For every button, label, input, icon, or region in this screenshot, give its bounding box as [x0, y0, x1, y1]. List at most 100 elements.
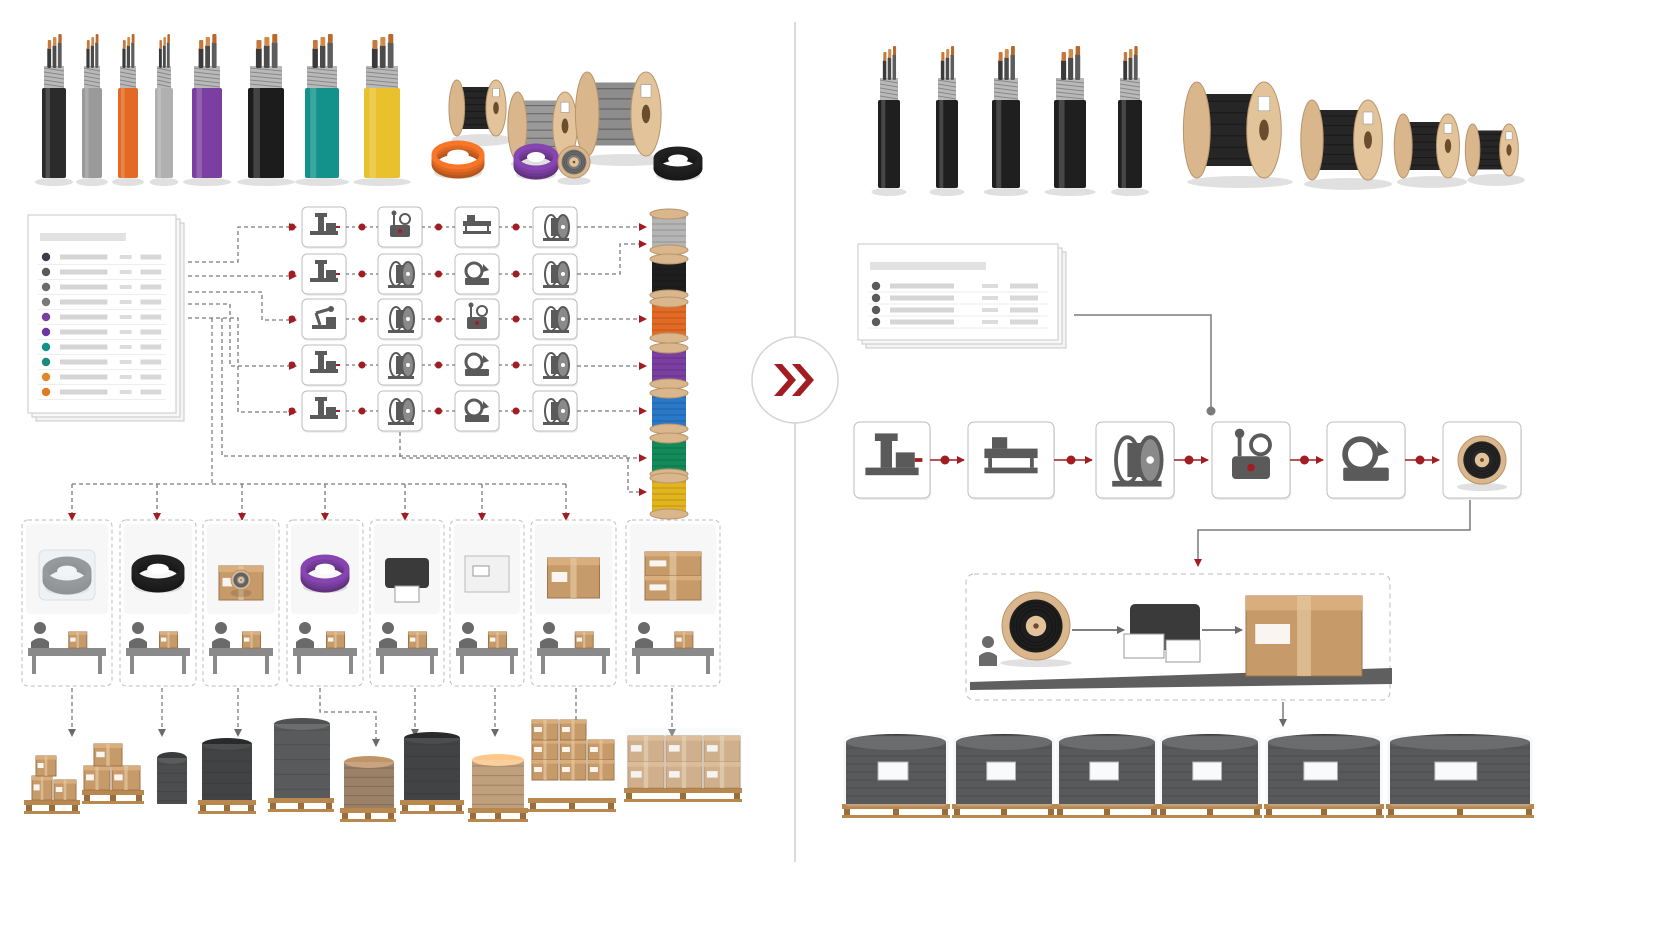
- machine-tile: [301, 390, 347, 433]
- carton-icon: [159, 631, 179, 649]
- standardized-reels-row: [1182, 81, 1525, 190]
- packing-station-box: [119, 519, 197, 687]
- row-color-dot: [41, 342, 51, 352]
- dashed-connector: [319, 688, 380, 747]
- sheet-to-line-connector: [1074, 314, 1216, 416]
- machine-tile: [454, 206, 500, 249]
- connector-dot: [1066, 455, 1076, 465]
- reel-icon: [507, 91, 586, 170]
- connector-dot: [940, 455, 950, 465]
- winder-icon: [1112, 435, 1164, 487]
- reel-icon: [388, 352, 415, 379]
- row-color-dot: [41, 372, 51, 382]
- carton-icon: [644, 575, 702, 601]
- cutter-icon: [1342, 436, 1389, 481]
- pallet-icon: [82, 790, 144, 804]
- pallet-icon: [340, 808, 396, 822]
- carton-icon: [35, 755, 57, 777]
- carton-icon: [559, 759, 587, 781]
- carton-icon: [242, 631, 262, 649]
- carton-icon: [674, 631, 694, 649]
- row-color-dot: [41, 357, 51, 367]
- pallet-icon: [842, 804, 950, 818]
- connector-dot: [512, 361, 520, 369]
- pallet-icon: [468, 808, 528, 822]
- packing-station-box: [625, 519, 721, 687]
- row-color-dot: [871, 317, 881, 327]
- packing-table: [126, 648, 190, 656]
- printer-icon: [390, 210, 411, 237]
- carton-icon: [326, 631, 346, 649]
- extruder-icon: [310, 397, 340, 419]
- machine-tile: [532, 206, 578, 249]
- carton-icon: [407, 631, 427, 649]
- cable-icon: [1110, 46, 1150, 196]
- dashed-connector: [188, 303, 297, 370]
- finished-pallets-row: [842, 734, 1534, 818]
- carton-icon: [665, 735, 703, 763]
- cable-icon: [294, 34, 350, 186]
- wrapped-pallet-icon: [842, 734, 950, 818]
- label-printer-icon: [385, 558, 429, 603]
- packing-table: [28, 648, 106, 656]
- packing-stations-row: [21, 519, 721, 687]
- conveyor-icon: [463, 215, 491, 234]
- gauge-icon: [1232, 428, 1272, 479]
- packing-station-box: [449, 519, 525, 687]
- connector-dot: [512, 315, 520, 323]
- pallet-label: [1089, 761, 1120, 781]
- reel-icon: [1000, 591, 1072, 667]
- row-color-dot: [871, 281, 881, 291]
- pallet-icon: [1264, 804, 1384, 818]
- gauge-icon: [1232, 428, 1272, 479]
- spool-icon: [543, 306, 570, 333]
- connector-dot: [435, 315, 442, 323]
- carton-icon: [31, 775, 53, 801]
- process-step-tile: [967, 421, 1055, 500]
- carton-icon: [587, 739, 615, 761]
- double-chevron-right-icon: [774, 364, 814, 396]
- carton-icon: [665, 761, 703, 789]
- dashed-connector: [221, 318, 647, 496]
- packing-table: [537, 648, 610, 656]
- packing-station-box: [202, 519, 280, 687]
- cable-icon: [149, 34, 179, 186]
- machine-tile: [454, 390, 500, 433]
- dashed-connector: [188, 291, 297, 324]
- packing-station-box: [21, 519, 113, 687]
- production-line: [853, 421, 1522, 500]
- extruder-icon: [865, 433, 923, 476]
- carton-icon: [83, 765, 111, 791]
- row-color-dot: [41, 297, 51, 307]
- spool-icon: [543, 352, 570, 379]
- winder-icon: [1112, 435, 1164, 487]
- order-sheet-icon: [857, 243, 1067, 349]
- coiler-icon: [464, 352, 489, 376]
- output-spool-icon: [649, 387, 689, 435]
- cable-icon: [1044, 46, 1096, 196]
- machine-tile: [301, 344, 347, 387]
- finished-goods-row: [24, 718, 742, 822]
- row-color-dot: [871, 305, 881, 315]
- cable-icon: [76, 34, 108, 186]
- output-spool-icon: [649, 296, 689, 344]
- connector-dot: [1300, 455, 1309, 465]
- pallet-icon: [952, 804, 1056, 818]
- machine-tile: [301, 253, 347, 296]
- cable-icon: [183, 34, 231, 186]
- wrapped-drum-icon: [344, 756, 394, 808]
- packing-table: [293, 648, 357, 656]
- connector-dot: [358, 315, 366, 323]
- cable-icon: [983, 46, 1029, 196]
- packing-to-pallet-connectors: [68, 688, 676, 747]
- carton-icon: [93, 743, 123, 767]
- carton-icon: [68, 631, 88, 649]
- pallet-label: [986, 761, 1017, 781]
- spool-icon: [543, 398, 570, 425]
- machine-tile: [377, 344, 423, 387]
- labeled-box-icon: [464, 555, 510, 593]
- pallet-icon: [268, 798, 334, 812]
- process-step-tile: [1211, 421, 1291, 500]
